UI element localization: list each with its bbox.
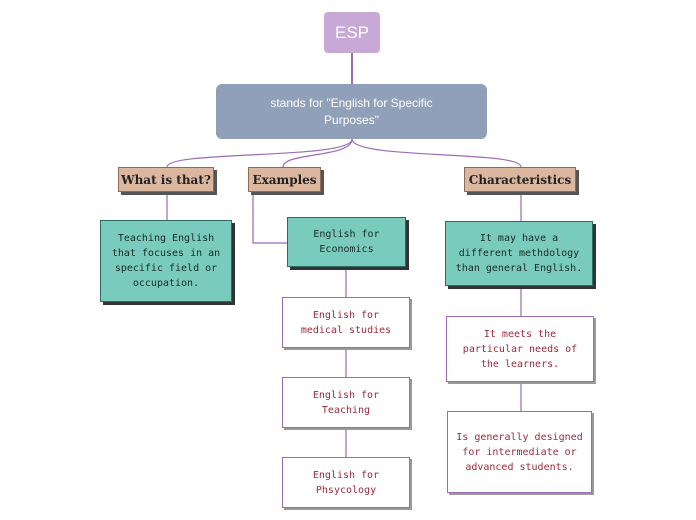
category-label: What is that? bbox=[121, 172, 211, 187]
node-characteristic-methodology[interactable]: It may have a different methdology than … bbox=[445, 221, 593, 286]
node-characteristic-level[interactable]: Is generally designed for intermediate o… bbox=[447, 411, 592, 493]
definition-text: stands for "English for Specific Purpose… bbox=[270, 95, 433, 127]
node-text: Teaching English that focuses in an spec… bbox=[111, 233, 221, 289]
node-text: English for medical studies bbox=[300, 309, 392, 336]
link-definition-what bbox=[166, 138, 353, 168]
node-text: English for Phsycology bbox=[312, 469, 380, 496]
definition-node[interactable]: stands for "English for Specific Purpose… bbox=[216, 84, 487, 139]
node-example-phsycology[interactable]: English for Phsycology bbox=[282, 457, 410, 508]
node-example-teaching[interactable]: English for Teaching bbox=[282, 377, 410, 428]
node-example-economics[interactable]: English for Economics bbox=[287, 217, 406, 267]
root-node-esp[interactable]: ESP bbox=[324, 12, 380, 53]
category-what-is-that[interactable]: What is that? bbox=[118, 167, 214, 192]
link-definition-characteristics bbox=[351, 138, 522, 168]
link-examples-economics bbox=[252, 192, 287, 244]
node-text: It meets the particular needs of the lea… bbox=[462, 328, 578, 370]
category-label: Characteristics bbox=[468, 172, 572, 187]
node-example-medical-studies[interactable]: English for medical studies bbox=[282, 297, 410, 348]
root-label: ESP bbox=[334, 22, 370, 42]
node-what-is-that-description[interactable]: Teaching English that focuses in an spec… bbox=[100, 220, 232, 302]
category-characteristics[interactable]: Characteristics bbox=[464, 167, 576, 192]
node-text: Is generally designed for intermediate o… bbox=[456, 431, 583, 473]
node-text: It may have a different methdology than … bbox=[455, 233, 583, 274]
category-examples[interactable]: Examples bbox=[248, 167, 321, 192]
node-text: English for Economics bbox=[313, 229, 380, 255]
link-definition-examples bbox=[282, 138, 353, 168]
category-label: Examples bbox=[252, 172, 317, 187]
node-characteristic-needs[interactable]: It meets the particular needs of the lea… bbox=[446, 316, 594, 382]
node-text: English for Teaching bbox=[312, 389, 380, 416]
